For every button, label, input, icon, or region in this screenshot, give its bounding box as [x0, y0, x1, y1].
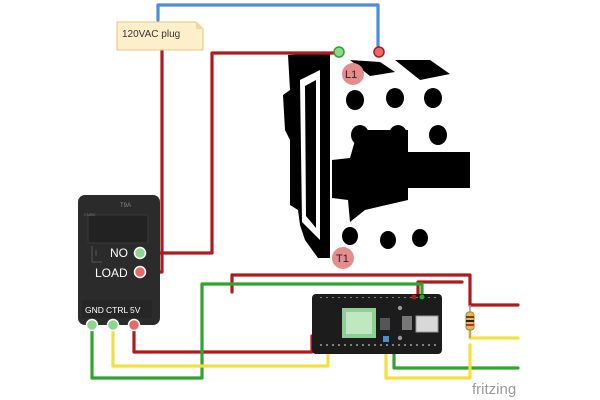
- resistor: [465, 305, 475, 338]
- board-pin-green: [419, 294, 425, 300]
- plug-label-text: 120VAC plug: [122, 29, 180, 40]
- relay-pin-5v: [127, 318, 141, 332]
- wire-blue-plug-to-contactor: [156, 3, 380, 50]
- wire-red-no-to-l1: [146, 51, 340, 255]
- contactor-body-center: [332, 130, 470, 222]
- contactor: [283, 52, 470, 258]
- relay-pin-ctrl-label: CTRL: [106, 305, 128, 315]
- wire-red-t1-to-right: [230, 273, 520, 307]
- wire-yellow-ctrl: [111, 323, 330, 368]
- wire-green-gnd: [90, 282, 424, 380]
- relay-pin-gnd: [85, 318, 99, 332]
- relay-pin-no: [133, 246, 147, 260]
- usb-connector: [415, 315, 439, 333]
- contactor-markers: L1 T1: [332, 46, 385, 269]
- relay-side-text: CNSK: [84, 212, 95, 217]
- relay-pin-5v-label: 5V: [130, 305, 141, 315]
- board-pin-red: [411, 294, 417, 300]
- contactor-terminals-bottom: [342, 227, 428, 249]
- board-status-led: [383, 336, 389, 342]
- contactor-t1-label: T1: [336, 253, 349, 265]
- relay-module: T9A CNSK NO LOAD GND CTRL 5V: [78, 195, 160, 332]
- relay-pin-no-label: NO: [110, 246, 128, 260]
- wire-red-5v-to-board: [132, 323, 314, 354]
- relay-top-text: T9A: [120, 203, 131, 209]
- contactor-pin-green: [333, 46, 345, 58]
- contactor-l1-label: L1: [345, 69, 357, 81]
- relay-pin-gnd-label: GND: [85, 305, 104, 315]
- relay-pin-load: [133, 265, 147, 279]
- relay-pin-load-label: LOAD: [95, 266, 128, 280]
- contactor-l1-marker: [342, 63, 364, 85]
- microcontroller-board: [312, 294, 442, 354]
- relay-coil-symbol: [91, 246, 102, 263]
- relay-pin-ctrl: [106, 318, 120, 332]
- fritzing-watermark: fritzing: [472, 381, 516, 398]
- wire-yellow-resistor: [468, 328, 520, 340]
- wire-yellow-board: [384, 343, 472, 380]
- contactor-t1-marker: [332, 247, 354, 269]
- contactor-pin-red: [373, 46, 385, 58]
- wire-green-board-out: [392, 350, 520, 370]
- wire-red-board-to-top: [416, 280, 464, 299]
- wires: [90, 3, 520, 380]
- plug-label: 120VAC plug: [116, 21, 204, 51]
